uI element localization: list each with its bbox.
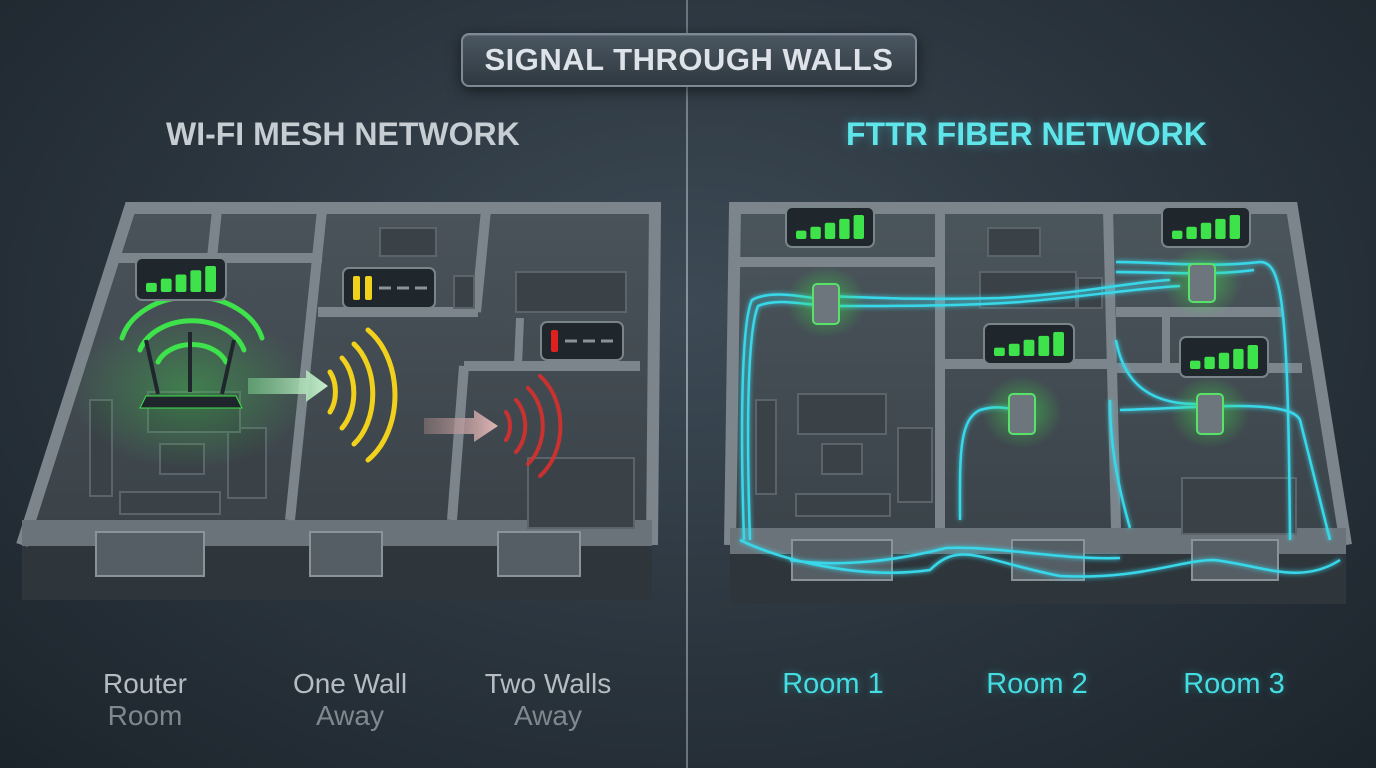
label-line1: One Wall (292, 668, 408, 699)
label-two-walls: Two Walls Away (448, 668, 648, 732)
wall-one (285, 209, 327, 521)
label-room-2: Room 2 (986, 668, 1088, 700)
label-one-wall: One Wall Away (250, 668, 450, 732)
signal-bar (994, 347, 1005, 356)
wifi-mesh-heading: WI-FI MESH NETWORK (166, 116, 520, 152)
signal-bar (1023, 339, 1035, 356)
signal-bar (160, 278, 172, 292)
signal-bar (175, 274, 187, 292)
signal-bar (796, 230, 807, 239)
signal-bar (839, 218, 850, 239)
label-router-room: Router Room (45, 668, 245, 732)
window (497, 531, 581, 577)
wall-two (447, 365, 469, 521)
panel-divider (686, 0, 688, 768)
signal-badge-one-wall (342, 267, 436, 309)
signal-badge-room-1 (785, 206, 875, 248)
router-icon (139, 332, 243, 409)
window (309, 531, 383, 577)
signal-bar (853, 215, 864, 239)
signal-badge-room-3b (1179, 336, 1269, 378)
fttr-node-icon (1162, 246, 1242, 318)
signal-bar (1215, 218, 1226, 239)
signal-arrow-icon (424, 410, 498, 442)
badge-background (540, 321, 624, 361)
signal-bar (551, 330, 558, 352)
signal-bar-empty (379, 286, 391, 290)
wifi-waves-red (504, 374, 563, 478)
wifi-waves-yellow (327, 327, 398, 463)
signal-bar (190, 270, 202, 292)
label-line1: Two Walls (484, 668, 612, 699)
wall (471, 209, 491, 313)
window (95, 531, 205, 577)
signal-bar (1038, 335, 1050, 356)
bed (515, 271, 627, 313)
signal-bar-empty (601, 339, 613, 343)
signal-bar (1200, 222, 1212, 239)
signal-bar (365, 276, 372, 300)
signal-bar (1008, 343, 1020, 356)
fttr-node-icon (1170, 376, 1250, 448)
window-frame (379, 227, 437, 257)
label-line1: Router (102, 668, 188, 699)
signal-bar (824, 222, 836, 239)
signal-badge-room-3 (983, 323, 1075, 365)
wall (514, 317, 524, 367)
label-room-3: Room 3 (1183, 668, 1285, 700)
signal-bar (810, 226, 821, 239)
signal-badge-router-room (135, 257, 227, 301)
sofa (795, 493, 891, 517)
coffee-table (821, 443, 863, 475)
signal-bar-empty (397, 286, 409, 290)
page-title: SIGNAL THROUGH WALLS (461, 33, 917, 87)
signal-bar-empty (583, 339, 595, 343)
signal-bar (205, 266, 216, 292)
signal-bar (1247, 345, 1258, 369)
signal-badge-room-2 (1161, 206, 1251, 248)
window-frame (987, 227, 1041, 257)
signal-bar (1053, 332, 1064, 356)
signal-arrow-icon (248, 370, 328, 402)
outer-wall-right (724, 202, 1352, 546)
sofa (797, 393, 887, 435)
signal-bar (353, 276, 360, 300)
label-line2: Away (514, 700, 582, 731)
fttr-node-icon (982, 376, 1062, 448)
signal-bar (1204, 356, 1215, 369)
tv (755, 399, 777, 495)
fttr-fiber-heading: FTTR FIBER NETWORK (846, 116, 1207, 152)
signal-bar (1186, 226, 1197, 239)
fttr-node-icon (786, 266, 866, 338)
signal-bar (1229, 215, 1240, 239)
label-line2: Away (316, 700, 384, 731)
signal-bar-empty (565, 339, 577, 343)
signal-bar (1172, 230, 1183, 239)
nightstand (453, 275, 475, 309)
label-room-1: Room 1 (782, 668, 884, 700)
signal-bar-empty (415, 286, 427, 290)
bed (1181, 477, 1297, 535)
wall (207, 209, 222, 259)
signal-bar (1190, 360, 1201, 369)
signal-bar (146, 282, 157, 292)
signal-bar (1218, 352, 1230, 369)
signal-bar (1233, 348, 1244, 369)
signal-badge-two-walls (540, 321, 624, 361)
armchair (897, 427, 933, 503)
sofa (119, 491, 221, 515)
label-line2: Room (107, 700, 183, 731)
